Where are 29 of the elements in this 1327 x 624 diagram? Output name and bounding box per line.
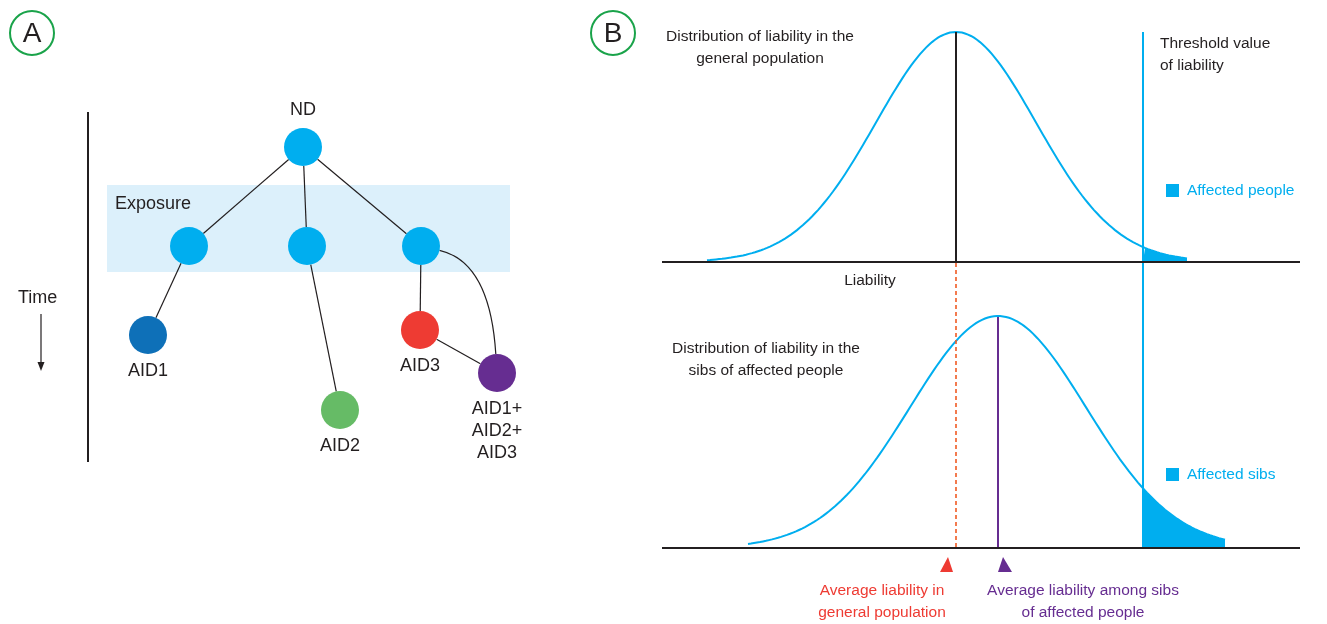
curve-caption: Distribution of liability in the general population xyxy=(665,26,855,68)
threshold-label: Threshold value of liability xyxy=(1160,33,1272,75)
legend-label: Affected people xyxy=(1187,181,1295,199)
connector-line xyxy=(202,158,290,235)
panel-letter: B xyxy=(590,10,636,56)
connector-line xyxy=(438,249,497,355)
node-label: AID1+ AID2+ AID3 xyxy=(470,397,524,463)
connector-line xyxy=(155,262,182,319)
connector-line xyxy=(316,158,408,235)
connector-line xyxy=(310,264,337,392)
axis-title: Liability xyxy=(843,270,897,290)
node-circle xyxy=(170,227,208,265)
connector-line xyxy=(303,165,307,228)
node-circle xyxy=(288,227,326,265)
band-label: Exposure xyxy=(115,193,192,213)
panel-letter: A xyxy=(9,10,55,56)
pointer-label: Average liability among sibs of affected people xyxy=(986,580,1180,622)
connector-line xyxy=(419,264,422,312)
legend-label: Affected sibs xyxy=(1187,465,1276,483)
node-circle xyxy=(402,227,440,265)
node-label: ND xyxy=(290,98,316,120)
node-label: AID2 xyxy=(320,434,360,456)
pointer-label: Average liability in general population xyxy=(817,580,947,622)
curve-caption: Distribution of liability in the sibs of affected people xyxy=(671,338,861,380)
connector-line xyxy=(436,338,481,365)
node-label: AID1 xyxy=(128,359,168,381)
exposure-band xyxy=(107,185,510,272)
axis-title: Time xyxy=(18,286,59,308)
node-label: AID3 xyxy=(400,354,440,376)
